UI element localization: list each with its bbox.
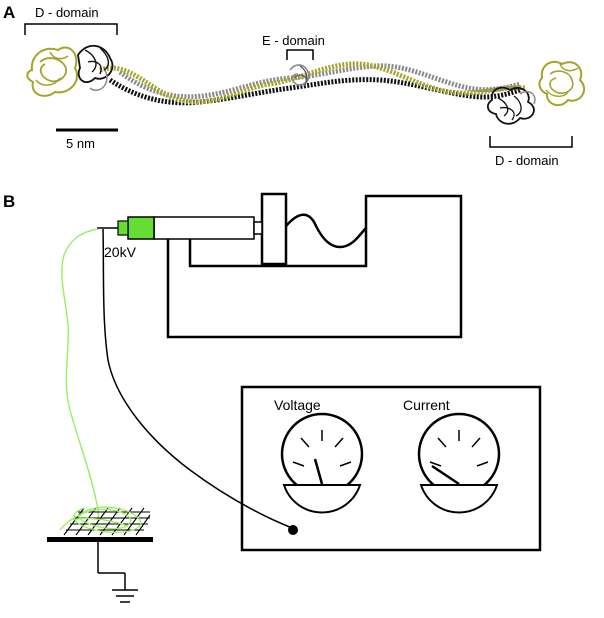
- coil-gray: [118, 63, 521, 100]
- hv-wire: [102, 228, 293, 529]
- syringe-pump-frame: [166, 194, 463, 339]
- voltage-meter: [280, 412, 364, 514]
- d-domain-right-structure: [487, 60, 586, 125]
- current-meter: [417, 412, 501, 514]
- voltage-setting-label: 20kV: [104, 244, 136, 260]
- pump-plunger-block: [260, 192, 288, 266]
- collector-plate: [47, 537, 153, 542]
- e-domain-structure: [289, 64, 310, 87]
- voltage-meter-label: Voltage: [274, 397, 321, 413]
- syringe: [97, 216, 263, 240]
- power-supply-box: [240, 385, 542, 552]
- hv-terminal: [288, 525, 298, 535]
- syringe-plunger: [253, 221, 263, 235]
- syringe-solution: [127, 216, 155, 240]
- collector: [47, 506, 153, 542]
- d-domain-right-label: D - domain: [495, 153, 559, 168]
- e-domain-bracket: [286, 49, 314, 60]
- panel-b-label: B: [3, 192, 16, 211]
- d-domain-left-structure: [26, 45, 114, 97]
- polymer-jet: [61, 228, 100, 523]
- e-domain-label: E - domain: [262, 33, 325, 48]
- syringe-tip: [117, 220, 129, 236]
- syringe-barrel: [153, 216, 255, 240]
- panel-a-label: A: [3, 3, 16, 22]
- scale-bar-label: 5 nm: [66, 136, 95, 151]
- current-meter-label: Current: [403, 397, 450, 413]
- current-needle: [431, 464, 460, 486]
- ground-symbol: [97, 542, 138, 603]
- pump-drive-wave: [285, 213, 367, 249]
- d-domain-left-label: D - domain: [35, 5, 99, 20]
- voltage-needle: [313, 458, 324, 485]
- deposited-fibers: [59, 506, 142, 534]
- d-domain-left-bracket: [24, 23, 118, 35]
- d-domain-right-bracket: [489, 136, 573, 148]
- fibrinogen-molecule: [24, 23, 586, 148]
- coil-black: [108, 77, 521, 106]
